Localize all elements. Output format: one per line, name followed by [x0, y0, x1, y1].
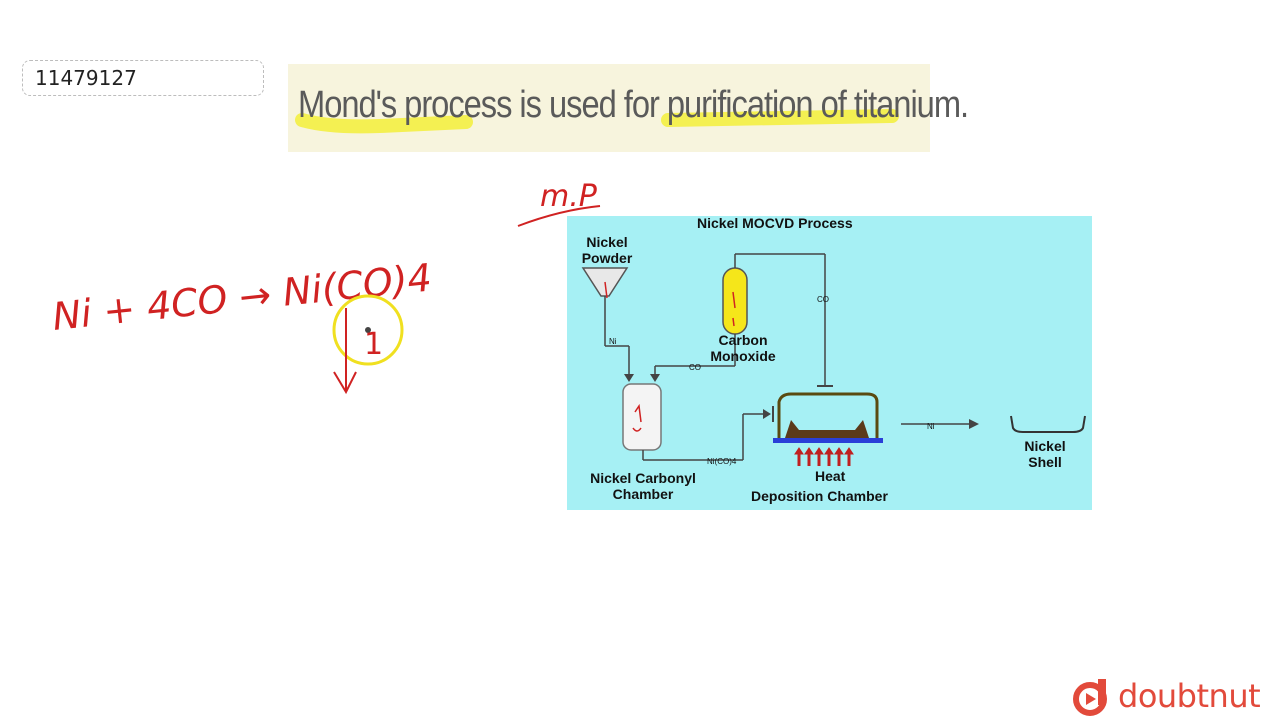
- cursor-dot: [365, 327, 371, 333]
- output-arrow: [901, 419, 979, 429]
- doubtnut-logo-icon: [1073, 679, 1107, 716]
- flow-tag-ni-co-4: Ni(CO)4: [707, 457, 737, 466]
- mocvd-diagram: Ni CO CO Ni(CO)4 Ni Nickel MOCVD Process…: [567, 215, 1092, 510]
- down-arrow-head: [333, 371, 357, 395]
- question-id-box[interactable]: 11479127: [22, 60, 264, 96]
- mp-annotation: m.P: [540, 179, 598, 214]
- doubtnut-logo: doubtnut: [1070, 672, 1280, 720]
- label-nickel-carbonyl-chamber: Nickel Carbonyl Chamber: [590, 470, 696, 502]
- carbon-monoxide-cylinder: [650, 253, 833, 387]
- label-nickel-powder: Nickel Powder: [581, 234, 633, 266]
- highlight-circle: [332, 294, 404, 366]
- heat-arrows: [794, 447, 854, 466]
- pen-marks: [604, 281, 736, 432]
- label-carbon-monoxide: Carbon Monoxide: [710, 332, 776, 364]
- label-nickel-shell: Nickel Shell: [1024, 438, 1066, 470]
- flow-tag-ni-1: Ni: [609, 337, 617, 346]
- question-card: [288, 64, 930, 152]
- label-heat: Heat: [815, 468, 846, 484]
- mp-underline: [517, 205, 601, 227]
- flow-tag-co-1: CO: [689, 363, 701, 372]
- question-id: 11479127: [35, 66, 137, 90]
- diagram-title: Nickel MOCVD Process: [697, 215, 853, 231]
- nickel-shell: [1010, 415, 1086, 433]
- arrow-digit: 1: [364, 327, 383, 362]
- label-deposition-chamber: Deposition Chamber: [751, 488, 888, 504]
- flow-tag-ni-2: Ni: [927, 422, 935, 431]
- nickel-carbonyl-chamber: [622, 383, 771, 461]
- deposition-chamber: [772, 392, 883, 443]
- diagram-drawing: [581, 253, 1086, 466]
- doubtnut-logo-text: doubtnut: [1118, 677, 1261, 715]
- flow-tag-co-2: CO: [817, 295, 829, 304]
